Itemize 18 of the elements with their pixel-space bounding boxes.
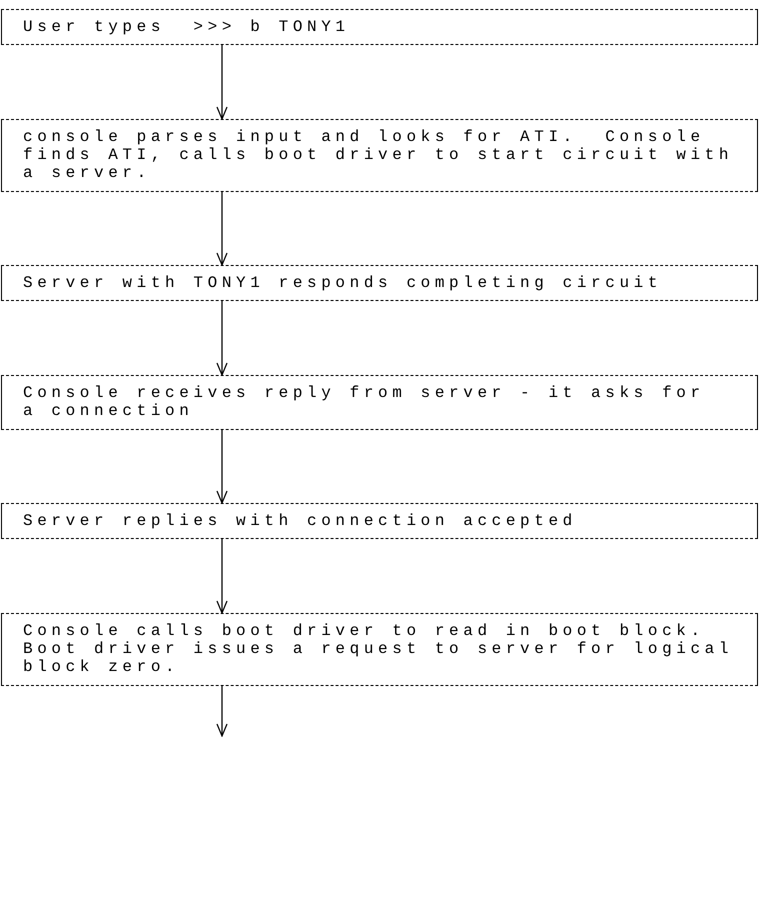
step-text: User types >>> b TONY1	[23, 18, 351, 36]
arrow	[216, 539, 228, 614]
process-box	[1, 265, 758, 302]
step-text: console parses input and looks for ATI. Console finds ATI, calls boot driver to start circuit with a server.	[23, 128, 734, 183]
process-box	[1, 612, 758, 686]
step-text: Server with TONY1 responds completing circuit	[23, 274, 664, 292]
process-box	[1, 9, 758, 46]
arrow	[216, 430, 228, 504]
arrow	[216, 192, 228, 266]
process-box	[1, 118, 758, 192]
arrow	[216, 686, 228, 737]
process-box	[1, 375, 758, 430]
arrow	[216, 45, 228, 120]
arrow	[216, 301, 228, 376]
step-text: Server replies with connection accepted	[23, 512, 578, 530]
step-text: Console receives reply from server - it asks for a connection	[23, 384, 706, 421]
step-text: Console calls boot driver to read in boot block. Boot driver issues a request to server for logical block zero.	[23, 622, 734, 677]
process-box	[1, 503, 758, 540]
